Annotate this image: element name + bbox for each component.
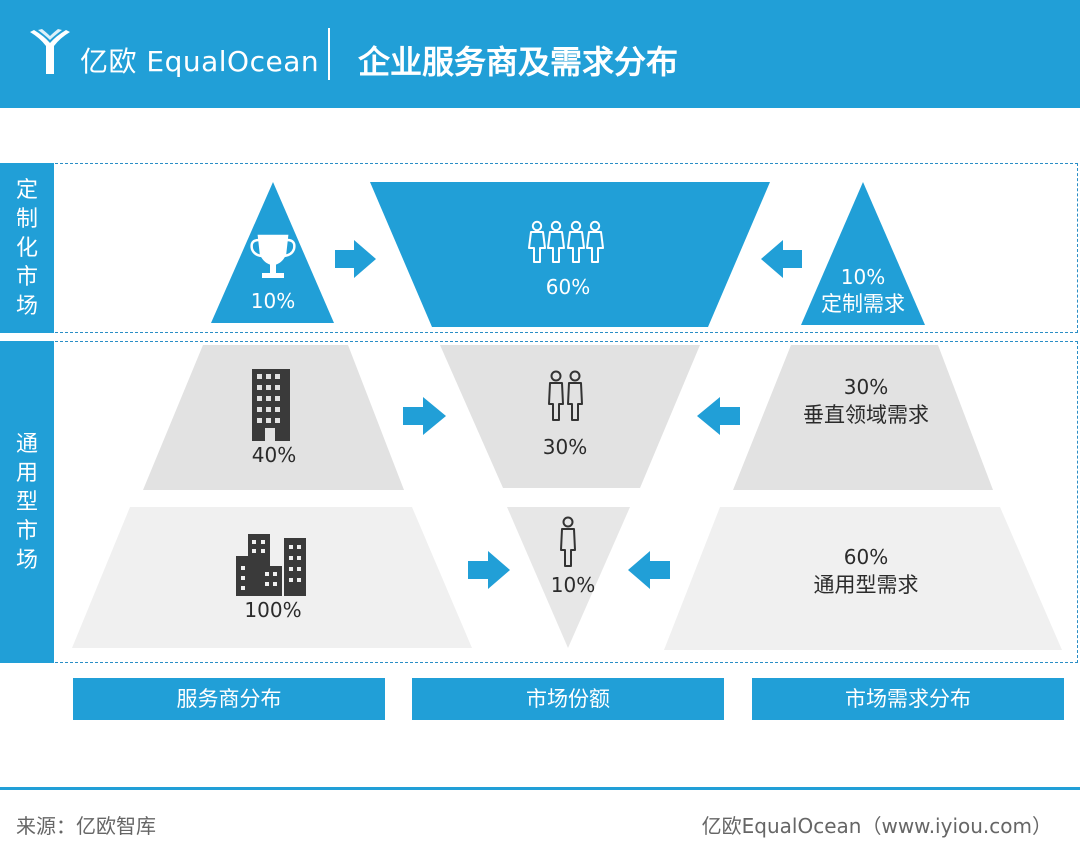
vertical-demand-trapezoid [733, 345, 993, 490]
custom-provider-pct: 10% [250, 289, 296, 313]
custom-demand-label: 定制需求 [821, 292, 905, 316]
share-column-label: 市场份额 [412, 678, 724, 720]
general-market-label-text: 通用型市场 [15, 431, 38, 573]
general-demand-pct: 60% [843, 545, 889, 569]
custom-share-pct: 60% [545, 275, 591, 299]
custom-demand-triangle [801, 182, 925, 325]
city-buildings-icon [236, 534, 306, 596]
vertical-demand-label: 垂直领域需求 [803, 403, 929, 427]
general-demand-trapezoid [664, 507, 1062, 650]
custom-market-label-text: 定制化市场 [15, 177, 38, 319]
arrow-left-icon [697, 397, 740, 435]
arrow-right-icon [468, 551, 510, 589]
building-icon [252, 369, 290, 441]
general-demand-label: 通用型需求 [813, 573, 919, 597]
custom-share-trapezoid [370, 182, 770, 327]
vertical-share-pct: 30% [542, 435, 588, 459]
general-market-label: 通用型市场 [0, 341, 54, 663]
custom-demand-pct: 10% [840, 265, 886, 289]
providers-column-label: 服务商分布 [73, 678, 385, 720]
general-share-triangle [507, 507, 630, 648]
vertical-provider-pct: 40% [251, 443, 297, 467]
arrow-left-icon [628, 551, 670, 589]
vertical-share-trapezoid [440, 345, 700, 488]
arrow-right-icon [403, 397, 446, 435]
page-title: 企业服务商及需求分布 [358, 43, 679, 81]
general-share-pct: 10% [550, 573, 596, 597]
footer-divider [0, 787, 1080, 790]
logo-text: 亿欧 EqualOcean [80, 45, 320, 78]
general-provider-pct: 100% [244, 598, 302, 622]
demand-column-label: 市场需求分布 [752, 678, 1064, 720]
header-bar: 亿欧 EqualOcean 企业服务商及需求分布 [0, 0, 1080, 108]
arrow-left-icon [761, 240, 802, 278]
equalocean-logo-icon [30, 29, 70, 74]
vertical-demand-pct: 30% [843, 375, 889, 399]
footer-source: 来源：亿欧智库 [16, 814, 156, 838]
arrow-right-icon [335, 240, 376, 278]
custom-market-label: 定制化市场 [0, 163, 54, 333]
header-divider [328, 28, 330, 80]
trophy-icon [250, 234, 296, 278]
footer-brand: 亿欧EqualOcean（www.iyiou.com） [701, 814, 1052, 838]
